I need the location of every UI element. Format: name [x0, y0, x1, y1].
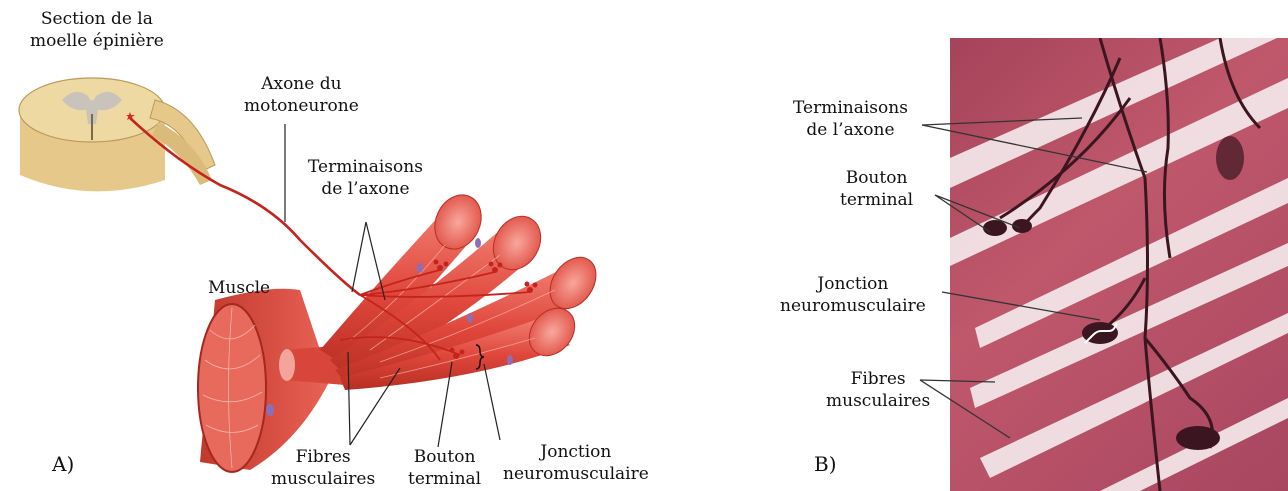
label-spinal-cord-section: Section de la moelle épinière	[30, 8, 164, 52]
panel-b-letter: B)	[814, 452, 837, 476]
panel-a-letter: A)	[52, 452, 74, 476]
label-axon-terminals-a: Terminaisons de l’axone	[308, 156, 423, 200]
label-muscle-fibers-b: Fibres musculaires	[826, 368, 930, 412]
label-axon-terminals-b: Terminaisons de l’axone	[793, 97, 908, 141]
label-motor-axon: Axone du motoneurone	[244, 73, 359, 117]
label-terminal-button-a: Bouton terminal	[408, 446, 481, 490]
label-muscle-fibers-a: Fibres musculaires	[271, 446, 375, 490]
label-terminal-button-b: Bouton terminal	[840, 167, 913, 211]
label-nm-junction-a: Jonction neuromusculaire	[503, 441, 649, 485]
label-muscle: Muscle	[208, 277, 270, 299]
label-nm-junction-b: Jonction neuromusculaire	[780, 273, 926, 317]
